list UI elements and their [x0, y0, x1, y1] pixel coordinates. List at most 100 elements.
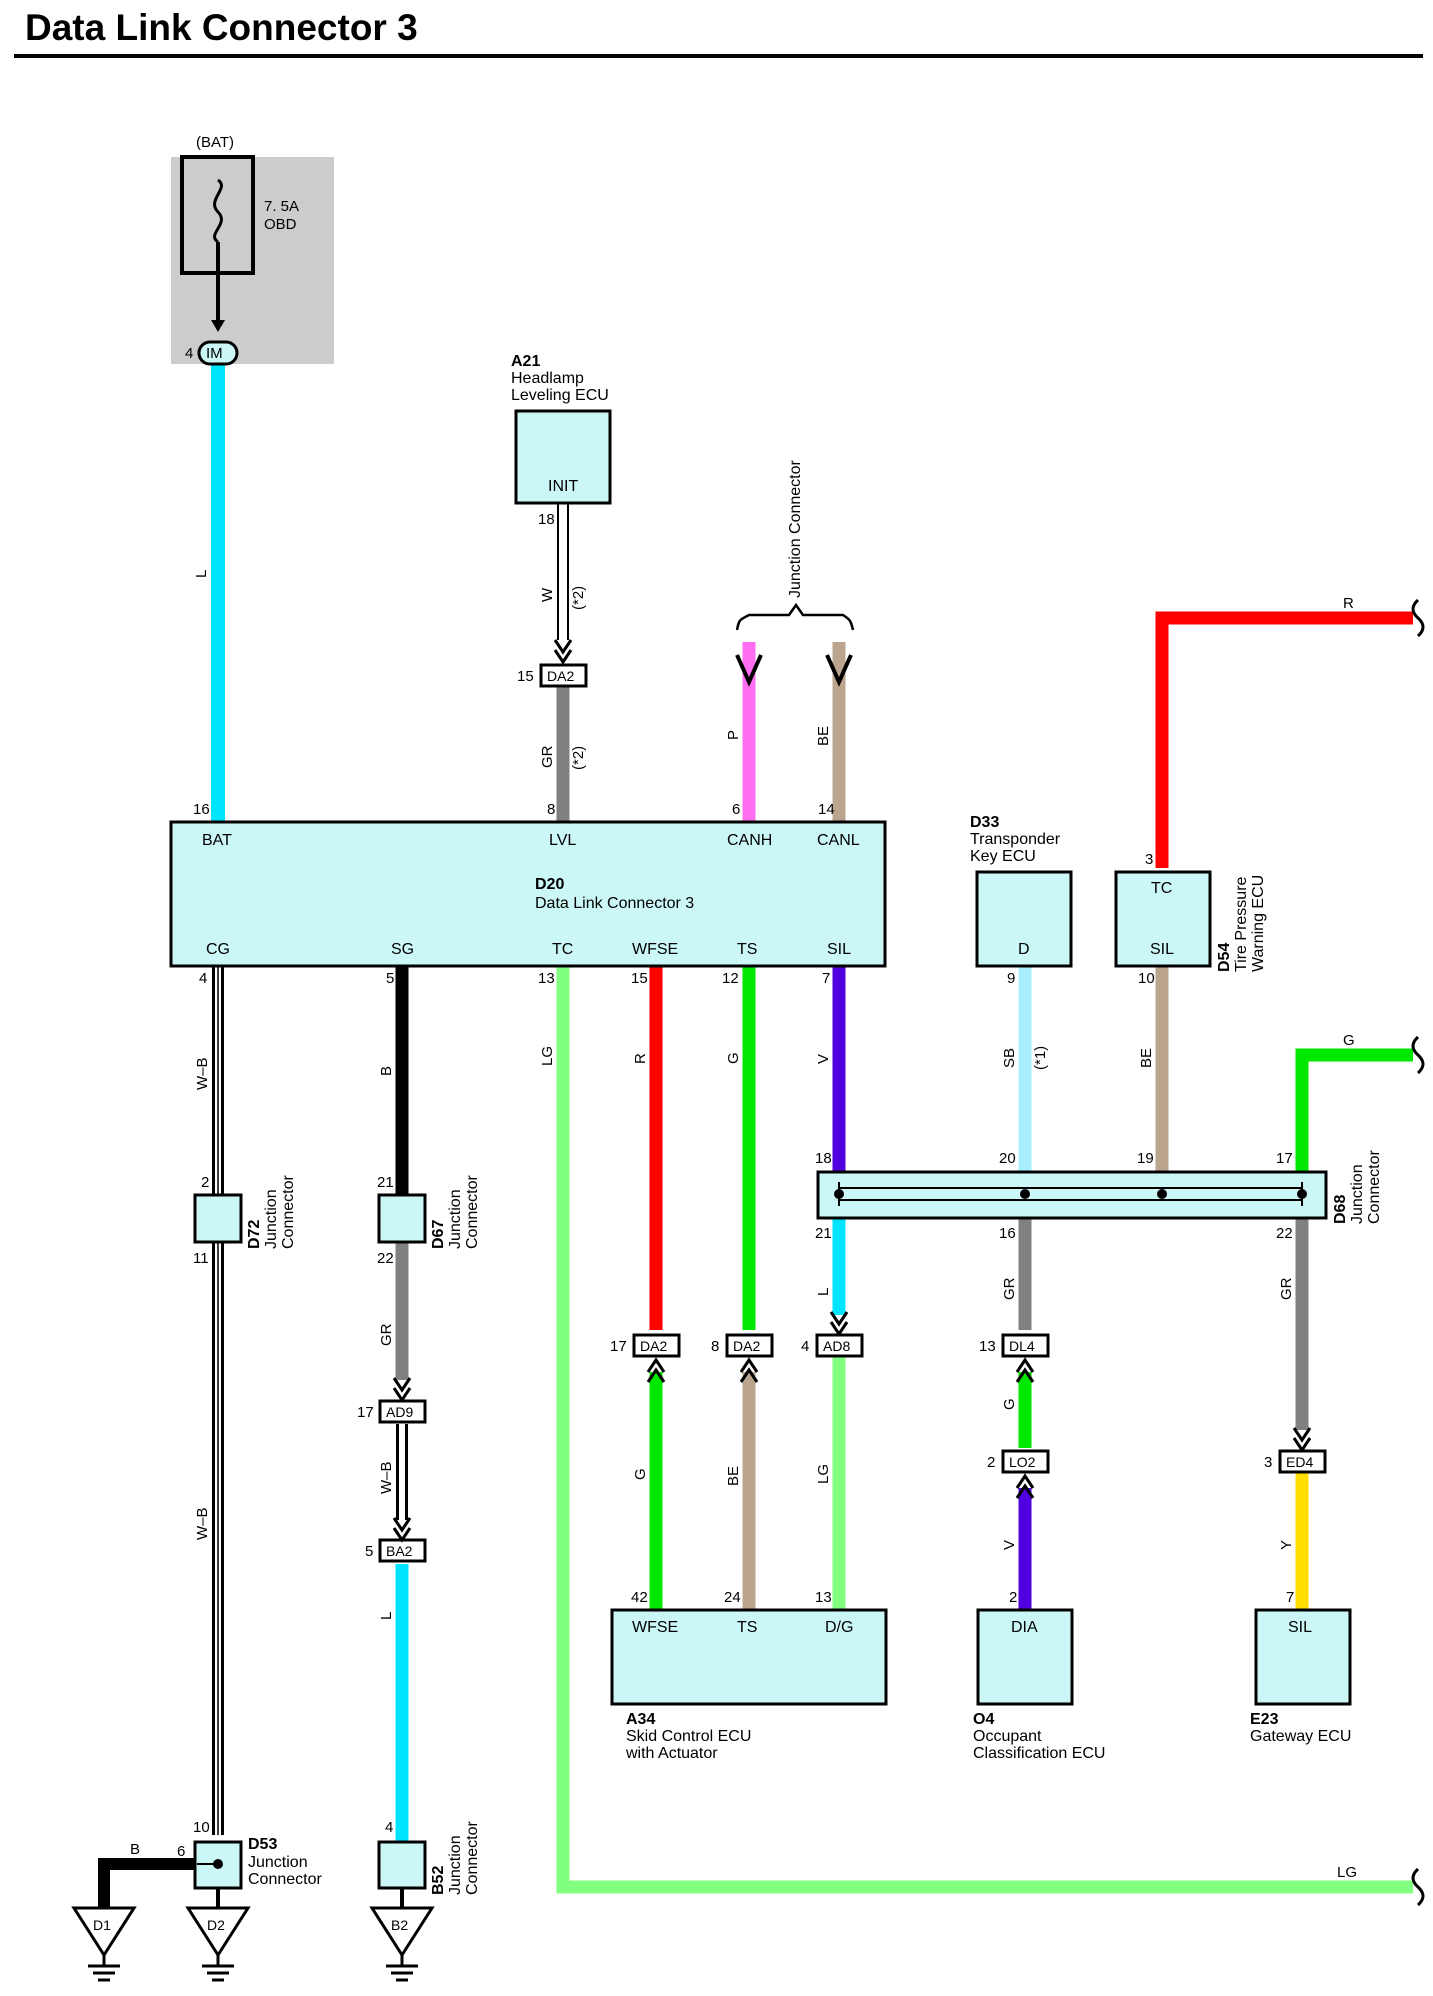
- wire-g-right: [1295, 1048, 1413, 1172]
- label-o4-v: V: [1001, 1540, 1018, 1550]
- e23-pin: 7: [1286, 1589, 1294, 1606]
- d72-junction-connector: 2 11 D72 Junction Connector: [193, 1174, 297, 1267]
- d72-box: [193, 1193, 243, 1244]
- label-init-w: W: [539, 587, 556, 602]
- connector-ed4-pin: 3: [1264, 1454, 1272, 1471]
- d72-name-line1: Junction: [263, 1189, 280, 1249]
- d67-name-line2: Connector: [464, 1175, 481, 1249]
- d20-data-link-connector: D20 Data Link Connector 3 16 BAT 8 LVL 6…: [169, 801, 887, 987]
- d53-code: D53: [248, 1836, 277, 1853]
- ground-b2-icon: B2: [369, 1906, 435, 1982]
- d20-pin-canh: 6: [732, 801, 740, 818]
- label-tc-red: R: [1343, 595, 1354, 612]
- label-sg-b: B: [378, 1066, 395, 1076]
- d54-box: [1114, 870, 1212, 968]
- d33-name-line2: Key ECU: [970, 848, 1036, 865]
- d68-pin-16: 16: [999, 1225, 1016, 1242]
- lo2-arrow-icon: [1015, 1473, 1035, 1499]
- connector-dl4-id: DL4: [1009, 1338, 1035, 1354]
- d20-term-lvl: LVL: [549, 832, 576, 849]
- d33-term: D: [1018, 941, 1030, 958]
- canl-terminal-icon: [825, 654, 853, 687]
- label-d68-gr2: GR: [1278, 1277, 1295, 1300]
- da2-wfse-arrow-icon: [646, 1357, 666, 1383]
- d68-pin-21: 21: [815, 1225, 832, 1242]
- da2-lvl-arrow-icon: [553, 639, 573, 665]
- d20-term-bat: BAT: [202, 832, 232, 849]
- a21-box: [514, 409, 612, 505]
- a34-term-ts: TS: [737, 1619, 757, 1636]
- d67-junction-connector: 21 22 D67 Junction Connector: [377, 1174, 481, 1267]
- d68-pin-19: 19: [1137, 1150, 1154, 1167]
- connector-ed4-id: ED4: [1286, 1454, 1313, 1470]
- break-mark-lg: [1411, 1867, 1425, 1907]
- d68-pin-18: 18: [815, 1150, 832, 1167]
- d20-name: Data Link Connector 3: [535, 895, 694, 912]
- d20-term-canh: CANH: [727, 832, 772, 849]
- d72-name-line2: Connector: [280, 1175, 297, 1249]
- label-sg-gr: GR: [378, 1323, 395, 1346]
- can-bracket: [735, 602, 855, 631]
- a34-skid-control-ecu: 42 WFSE 24 TS 13 D/G A34 Skid Control EC…: [610, 1589, 888, 1762]
- ba2-arrow-icon: [392, 1517, 412, 1543]
- a34-term-dg: D/G: [825, 1619, 853, 1636]
- fuse-name: OBD: [264, 216, 297, 233]
- d20-pin-canl: 14: [818, 801, 835, 818]
- d72-pin-bottom: 11: [193, 1250, 209, 1267]
- b52-pin-top: 4: [385, 1819, 393, 1836]
- o4-name-line1: Occupant: [973, 1728, 1042, 1745]
- can-junction: Junction Connector: [735, 459, 855, 687]
- connector-da2-wfse-pin: 17: [610, 1338, 627, 1355]
- d20-pin-wfse: 15: [631, 970, 648, 987]
- d20-term-sg: SG: [391, 941, 414, 958]
- label-bat-l: L: [193, 570, 210, 578]
- label-lvl-note: (*2): [570, 746, 587, 770]
- label-init-note: (*2): [570, 586, 587, 610]
- label-a34-be: BE: [725, 1466, 742, 1486]
- d54-tire-pressure-warning-ecu: TC 3 SIL 10 D54 Tire Pressure Warning EC…: [1114, 851, 1267, 987]
- d33-box: [975, 870, 1073, 968]
- can-junction-label: Junction Connector: [787, 459, 804, 598]
- d68-junction-connector: 18 20 19 17 21 16 22 D68 Junction Connec…: [815, 1150, 1383, 1242]
- d20-term-cg: CG: [206, 941, 230, 958]
- connector-lo2-pin: 2: [987, 1454, 995, 1471]
- connector-da2-lvl-id: DA2: [547, 668, 574, 684]
- label-ts-g: G: [725, 1052, 742, 1064]
- connector-da2-wfse: [632, 1333, 681, 1358]
- a21-pin: 18: [538, 511, 555, 528]
- d67-name-line1: Junction: [447, 1189, 464, 1249]
- ground-d2-label: D2: [207, 1917, 225, 1933]
- e23-code: E23: [1250, 1711, 1279, 1728]
- o4-occupant-classification-ecu: 2 DIA O4 Occupant Classification ECU: [973, 1589, 1105, 1762]
- d54-pin-sil: 10: [1138, 970, 1155, 987]
- d20-pin-ts: 12: [722, 970, 739, 987]
- d33-name-line1: Transponder: [970, 831, 1061, 848]
- d33-code: D33: [970, 814, 999, 831]
- d20-term-canl: CANL: [817, 832, 860, 849]
- connector-da2-ts-pin: 8: [711, 1338, 719, 1355]
- connector-da2-wfse-id: DA2: [640, 1338, 667, 1354]
- d54-name-line2: Warning ECU: [1250, 875, 1267, 972]
- ground-d1-label: D1: [93, 1917, 111, 1933]
- d68-node-20: [1020, 1189, 1030, 1199]
- a21-name-line2: Leveling ECU: [511, 387, 609, 404]
- label-d68-gr1: GR: [1001, 1277, 1018, 1300]
- d67-pin-top: 21: [377, 1174, 394, 1191]
- ed4-arrow-icon: [1292, 1427, 1312, 1453]
- d20-pin-bat: 16: [193, 801, 210, 818]
- d20-pin-sg: 5: [386, 970, 394, 987]
- e23-box: [1254, 1608, 1352, 1706]
- e23-term: SIL: [1288, 1619, 1312, 1636]
- d68-pin-22: 22: [1276, 1225, 1293, 1242]
- wire-tc-red: [1155, 611, 1413, 868]
- d20-term-sil: SIL: [827, 941, 851, 958]
- label-sil-v: V: [815, 1054, 832, 1064]
- e23-name: Gateway ECU: [1250, 1728, 1351, 1745]
- connector-ad9-pin: 17: [357, 1404, 374, 1421]
- d67-pin-bottom: 22: [377, 1250, 394, 1267]
- d33-pin: 9: [1007, 970, 1015, 987]
- a34-term-wfse: WFSE: [632, 1619, 678, 1636]
- d54-term-tc: TC: [1151, 880, 1172, 897]
- d68-pin-20: 20: [999, 1150, 1016, 1167]
